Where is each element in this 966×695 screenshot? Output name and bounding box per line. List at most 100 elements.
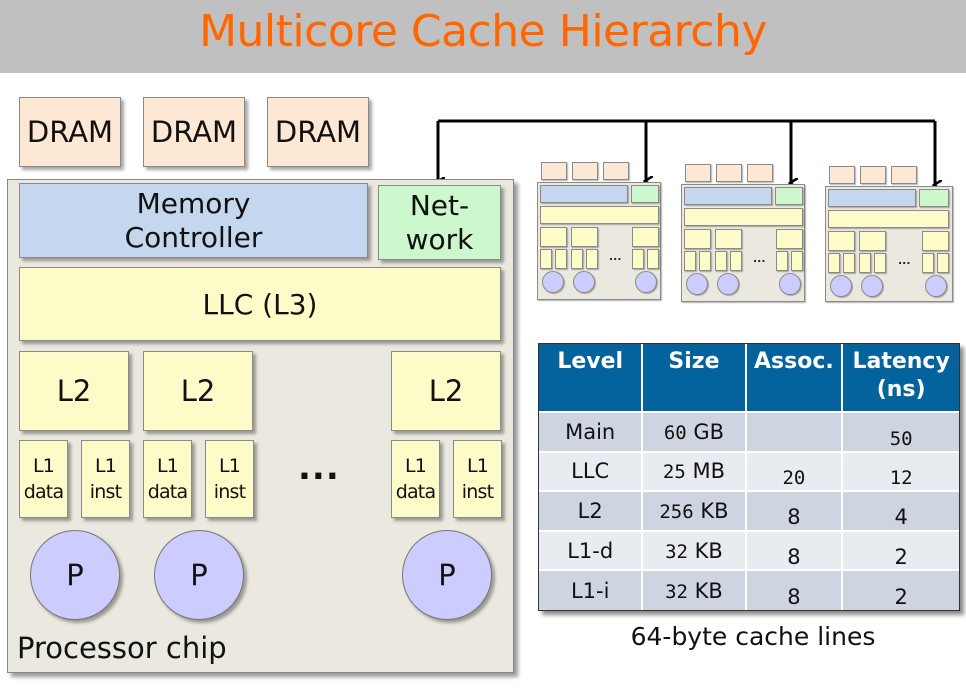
mini-processor (925, 275, 947, 297)
l1-label-bottom: inst (213, 481, 246, 503)
dram-label: DRAM (274, 115, 362, 149)
l1-label-top: L1 (218, 455, 241, 477)
dram-label: DRAM (150, 115, 238, 149)
mini-processor (686, 273, 708, 295)
l1-label-top: L1 (94, 455, 117, 477)
mini-network (775, 187, 803, 205)
mini-l2 (859, 231, 886, 251)
cell-assoc: 8 (745, 490, 844, 531)
slide-title: Multicore Cache Hierarchy (199, 6, 767, 57)
processor-core-1: P (30, 530, 120, 620)
mini-ellipsis: ... (753, 252, 766, 265)
mini-l1 (540, 249, 552, 269)
mini-l1 (715, 251, 727, 271)
header-level: Level (539, 344, 644, 412)
mini-l2 (715, 229, 742, 249)
size-unit: GB (693, 419, 725, 444)
dram-module-1: DRAM (19, 97, 121, 167)
cell-assoc: 20 (745, 450, 844, 492)
cache-table: Level Size Assoc. Latency(ns) Main 60 GB… (539, 344, 959, 610)
mini-network (631, 185, 659, 203)
mini-memory-controller (540, 185, 628, 203)
mini-l1 (684, 251, 696, 271)
mini-processor (830, 275, 852, 297)
l2-label: L2 (56, 374, 92, 408)
cell-size: 25 MB (642, 450, 747, 492)
cell-assoc (745, 411, 844, 452)
mini-l1 (828, 253, 840, 273)
size-unit: MB (692, 459, 725, 484)
cell-level: Main (539, 411, 644, 452)
table-row: L1-d 32 KB 8 2 (539, 529, 959, 571)
l1-label-bottom: data (23, 481, 64, 503)
latency-value: 50 (889, 427, 913, 450)
mini-chip-3: ... (825, 164, 953, 304)
mini-llc (540, 206, 659, 224)
cell-level: L1-i (539, 569, 644, 610)
l1-label-bottom: data (395, 481, 436, 503)
cell-latency: 2 (842, 529, 959, 571)
mini-l1 (730, 251, 742, 271)
mini-l2 (684, 229, 711, 249)
mini-l2 (571, 227, 598, 247)
mini-l1 (586, 249, 598, 269)
dram-label: DRAM (26, 115, 114, 149)
cell-latency: 4 (842, 490, 959, 531)
mini-dram (603, 162, 629, 180)
table-caption: 64-byte cache lines (630, 622, 876, 651)
size-unit: KB (694, 538, 723, 563)
header-size: Size (642, 344, 747, 412)
l2-label: L2 (428, 374, 464, 408)
network-label-line2: work (405, 222, 474, 256)
mini-dram (685, 164, 711, 182)
size-number: 256 (659, 500, 694, 523)
l2-cache-n: L2 (391, 351, 501, 431)
cell-latency: 12 (842, 450, 959, 492)
header-level-label: Level (557, 349, 624, 374)
table-row: LLC 25 MB 20 12 (539, 450, 959, 492)
mini-processor (861, 275, 883, 297)
l1-label-top: L1 (466, 455, 489, 477)
mini-l1 (555, 249, 567, 269)
mini-network (919, 189, 949, 207)
mini-l2 (776, 229, 803, 249)
l1-label-top: L1 (156, 455, 179, 477)
size-unit: KB (700, 498, 729, 523)
table-row: L1-i 32 KB 8 2 (539, 569, 959, 610)
memory-controller-label-line1: Memory (136, 186, 251, 220)
table-header-row: Level Size Assoc. Latency(ns) (539, 344, 959, 412)
size-number: 60 (663, 421, 687, 444)
llc-label: LLC (L3) (202, 287, 318, 321)
mini-l1 (859, 253, 871, 273)
size-number: 32 (665, 540, 688, 563)
cell-level: LLC (539, 450, 644, 492)
processor-label: P (66, 558, 84, 592)
size-number: 32 (665, 580, 688, 603)
mini-memory-controller (684, 187, 772, 205)
mini-dram (829, 166, 855, 184)
cell-size: 60 GB (642, 411, 747, 452)
cell-size: 256 KB (642, 490, 747, 531)
cell-level: L2 (539, 490, 644, 531)
dram-module-2: DRAM (143, 97, 245, 167)
mini-memory-controller (828, 189, 916, 207)
dram-module-3: DRAM (267, 97, 369, 167)
size-unit: KB (694, 578, 723, 603)
title-bar: Multicore Cache Hierarchy (0, 0, 966, 73)
mini-l1 (937, 253, 949, 273)
cell-level: L1-d (539, 529, 644, 571)
header-assoc-label: Assoc. (754, 349, 834, 374)
header-latency-unit: (ns) (876, 377, 926, 402)
mini-ellipsis: ... (609, 250, 622, 263)
mini-dram (716, 164, 742, 182)
processor-core-2: P (154, 530, 244, 620)
l1-label-bottom: data (147, 481, 188, 503)
memory-controller-label-line2: Controller (124, 220, 263, 254)
processor-core-n: P (402, 530, 492, 620)
l2-cache-2: L2 (143, 351, 253, 431)
mini-processor (573, 271, 595, 293)
cell-assoc: 8 (745, 529, 844, 571)
